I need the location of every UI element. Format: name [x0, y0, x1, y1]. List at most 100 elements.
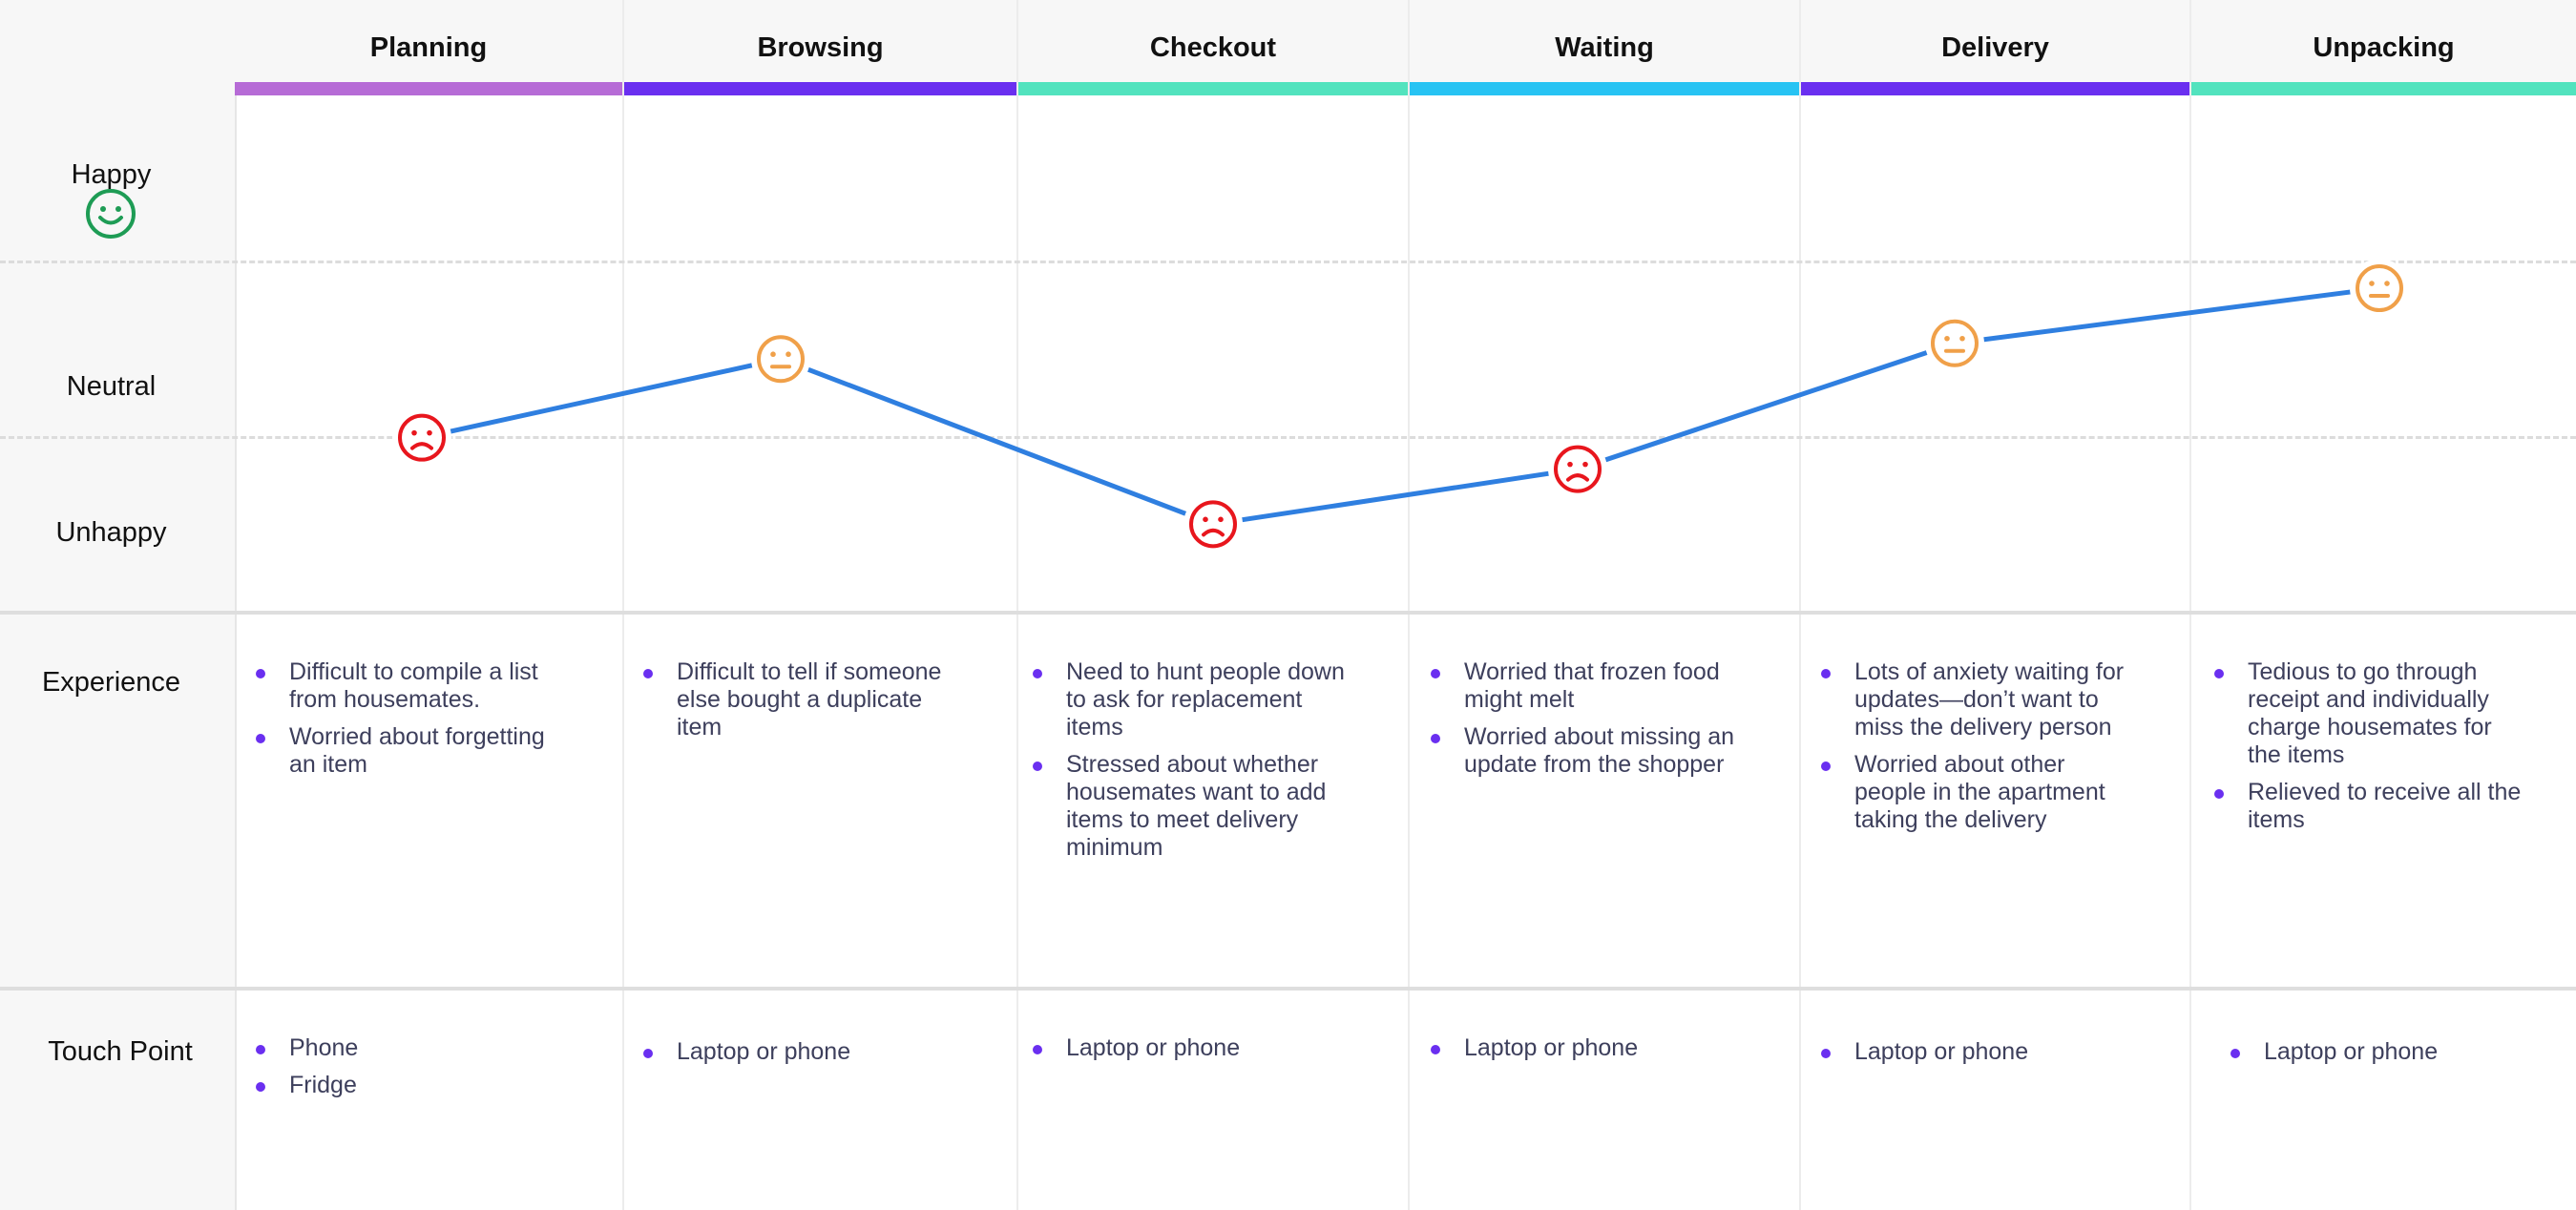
stage-title-waiting: Waiting	[1555, 32, 1654, 63]
stage-bar-waiting	[1410, 82, 1799, 95]
column-divider	[1016, 0, 1018, 1210]
stage-bar-delivery	[1801, 82, 2189, 95]
bullet-dot	[1821, 761, 1831, 771]
bullet-dot	[1431, 669, 1440, 678]
bullet-dot	[256, 1045, 265, 1054]
column-divider	[1799, 0, 1801, 1210]
touch-point-item-text: Laptop or phone	[1854, 1038, 2029, 1065]
stage-bar-planning	[235, 82, 622, 95]
bullet-dot	[2214, 669, 2224, 678]
bullet-dot	[643, 669, 653, 678]
experience-item: Lots of anxiety waiting for updates—don’…	[1821, 658, 2136, 741]
experience-item-text: Worried about forgetting an item	[289, 723, 545, 778]
touch-point-item: Laptop or phone	[1431, 1034, 1746, 1062]
experience-item-text: Worried about missing an update from the…	[1464, 723, 1735, 778]
row-label-experience: Experience	[41, 667, 181, 698]
touch-point-item-text: Laptop or phone	[677, 1038, 851, 1065]
touch-point-item-text: Phone	[289, 1034, 359, 1061]
stage-title-checkout: Checkout	[1149, 32, 1277, 63]
touch-point-item-text: Laptop or phone	[1464, 1034, 1639, 1061]
happy-face-icon	[86, 189, 136, 239]
stage-title-delivery: Delivery	[1941, 32, 2049, 63]
touch-point-item-text: Laptop or phone	[2264, 1038, 2439, 1065]
experience-item-text: Worried that frozen food might melt	[1464, 658, 1720, 713]
experience-item: Worried about forgetting an item	[256, 723, 571, 779]
touch-point-list-unpacking: Laptop or phone	[2230, 1038, 2545, 1075]
experience-item: Stressed about whether housemates want t…	[1033, 751, 1348, 862]
touch-point-item: Laptop or phone	[2230, 1038, 2545, 1066]
experience-list-delivery: Lots of anxiety waiting for updates—don’…	[1821, 658, 2136, 844]
experience-list-planning: Difficult to compile a list from housema…	[256, 658, 571, 788]
touch-point-list-waiting: Laptop or phone	[1431, 1034, 1746, 1072]
column-divider	[1408, 0, 1410, 1210]
bullet-dot	[256, 1082, 265, 1092]
bullet-dot	[256, 669, 265, 678]
stage-bar-unpacking	[2191, 82, 2576, 95]
emotion-point-unpacking	[2350, 259, 2409, 319]
emotion-label-happy: Happy	[71, 159, 152, 190]
experience-item-text: Tedious to go through receipt and indivi…	[2248, 658, 2492, 768]
column-divider	[622, 0, 624, 1210]
experience-item-text: Lots of anxiety waiting for updates—don’…	[1854, 658, 2125, 741]
bullet-dot	[1431, 1045, 1440, 1054]
bullet-dot	[1033, 761, 1042, 771]
row-label-touch-point: Touch Point	[48, 1036, 193, 1067]
experience-item: Worried about other people in the apartm…	[1821, 751, 2136, 834]
experience-list-unpacking: Tedious to go through receipt and indivi…	[2214, 658, 2529, 844]
stage-title-browsing: Browsing	[757, 32, 884, 63]
experience-item-text: Need to hunt people down to ask for repl…	[1066, 658, 1345, 741]
experience-item: Need to hunt people down to ask for repl…	[1033, 658, 1348, 741]
experience-item: Relieved to receive all the items	[2214, 779, 2529, 834]
touch-point-item: Laptop or phone	[1033, 1034, 1348, 1062]
experience-item: Worried that frozen food might melt	[1431, 658, 1746, 714]
experience-item: Worried about missing an update from the…	[1431, 723, 1746, 779]
touch-point-item: Laptop or phone	[643, 1038, 958, 1066]
touch-point-item: Phone	[256, 1034, 571, 1062]
bullet-dot	[256, 734, 265, 743]
experience-item-text: Worried about other people in the apartm…	[1854, 751, 2105, 833]
emotion-label-unhappy: Unhappy	[55, 517, 167, 548]
column-divider	[2189, 0, 2191, 1210]
experience-item: Difficult to compile a list from housema…	[256, 658, 571, 714]
bullet-dot	[1033, 1045, 1042, 1054]
emotion-line	[421, 285, 2380, 527]
stage-bar-checkout	[1018, 82, 1408, 95]
emotion-zone-divider	[0, 436, 2576, 439]
stage-title-unpacking: Unpacking	[2313, 32, 2455, 63]
touch-point-list-checkout: Laptop or phone	[1033, 1034, 1348, 1072]
touch-point-list-browsing: Laptop or phone	[643, 1038, 958, 1075]
emotion-label-neutral: Neutral	[66, 371, 157, 402]
bullet-dot	[1431, 734, 1440, 743]
bullet-dot	[2214, 789, 2224, 799]
experience-item-text: Difficult to tell if someone else bought…	[677, 658, 942, 741]
row-label-column	[0, 0, 237, 1210]
touch-point-item-text: Fridge	[289, 1072, 357, 1098]
experience-item-text: Difficult to compile a list from housema…	[289, 658, 538, 713]
stage-title-planning: Planning	[369, 32, 488, 63]
bullet-dot	[643, 1049, 653, 1058]
touch-point-item: Fridge	[256, 1072, 571, 1099]
bullet-dot	[2230, 1049, 2240, 1058]
stage-header	[235, 0, 2576, 82]
touch-point-item-text: Laptop or phone	[1066, 1034, 1241, 1061]
emotion-zone-divider	[0, 261, 2576, 263]
experience-item: Difficult to tell if someone else bought…	[643, 658, 958, 741]
bullet-dot	[1033, 669, 1042, 678]
experience-list-checkout: Need to hunt people down to ask for repl…	[1033, 658, 1348, 871]
experience-list-browsing: Difficult to tell if someone else bought…	[643, 658, 958, 751]
bullet-dot	[1821, 1049, 1831, 1058]
touch-point-item: Laptop or phone	[1821, 1038, 2136, 1066]
touch-point-list-delivery: Laptop or phone	[1821, 1038, 2136, 1075]
row-divider	[0, 987, 2576, 991]
emotion-point-checkout	[1183, 494, 1243, 554]
experience-item: Tedious to go through receipt and indivi…	[2214, 658, 2529, 769]
emotion-point-browsing	[751, 329, 810, 389]
row-divider	[0, 611, 2576, 615]
bullet-dot	[1821, 669, 1831, 678]
experience-item-text: Stressed about whether housemates want t…	[1066, 751, 1327, 861]
stage-bar-browsing	[624, 82, 1016, 95]
experience-item-text: Relieved to receive all the items	[2248, 779, 2522, 833]
